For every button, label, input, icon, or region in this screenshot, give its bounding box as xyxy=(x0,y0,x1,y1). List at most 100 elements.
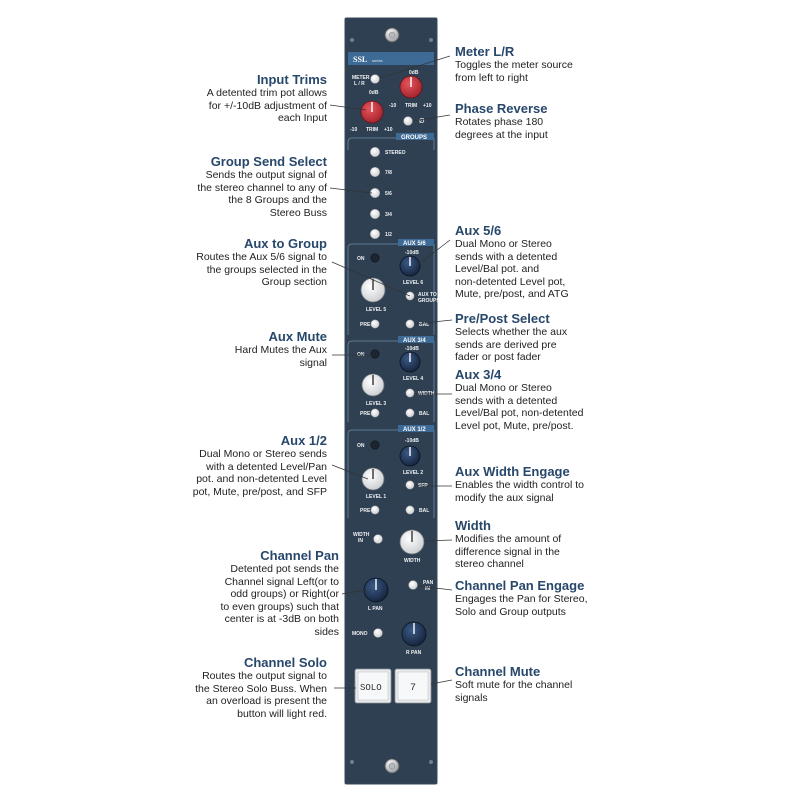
aux12-level-knob[interactable] xyxy=(399,445,421,467)
annotation-title: Aux 3/4 xyxy=(455,367,502,382)
annotation-pre-post-select: Pre/Post Select Selects whether the aux … xyxy=(455,311,655,364)
trim-knob-right[interactable] xyxy=(399,75,423,99)
svg-text:LEVEL 3: LEVEL 3 xyxy=(366,401,386,407)
aux34-on-button[interactable] xyxy=(370,349,380,359)
aux34-header xyxy=(398,336,434,343)
svg-text:R PAN: R PAN xyxy=(406,650,422,656)
annotation-title: Aux Mute xyxy=(268,329,328,344)
svg-text:PRE: PRE xyxy=(360,411,371,417)
annotation-desc: Dual Mono or Stereo sends with a detente… xyxy=(455,238,569,300)
svg-text:MONO: MONO xyxy=(352,631,368,637)
ssl-logo: SSL xyxy=(353,55,367,64)
annotation-desc: Routes the output signal to the Stereo S… xyxy=(195,670,327,720)
svg-text:PRE: PRE xyxy=(360,508,371,514)
svg-text:TRIM: TRIM xyxy=(405,103,417,109)
svg-text:0dB: 0dB xyxy=(409,70,419,76)
aux56-on-button[interactable] xyxy=(370,253,380,263)
group-button-3-4[interactable] xyxy=(369,208,381,220)
width-in-button[interactable] xyxy=(373,534,383,544)
aux12-section-outline xyxy=(347,429,435,518)
svg-text:-10dB: -10dB xyxy=(405,346,419,352)
aux12-on-button[interactable] xyxy=(370,440,380,450)
phase-symbol: Ø xyxy=(419,117,425,125)
svg-text:TRIM: TRIM xyxy=(366,127,378,133)
annotation-title: Width xyxy=(455,518,491,533)
svg-text:PAN: PAN xyxy=(423,580,434,586)
svg-text:IN: IN xyxy=(358,538,363,544)
group-button-stereo[interactable] xyxy=(369,146,381,158)
channel-solo-button[interactable] xyxy=(354,668,392,704)
annotation-channel-solo: Channel Solo Routes the output signal to… xyxy=(127,655,327,720)
annotation-aux-5-6: Aux 5/6 Dual Mono or Stereo sends with a… xyxy=(455,223,655,301)
logo-strip xyxy=(348,52,434,65)
svg-text:GROUPS: GROUPS xyxy=(418,298,440,304)
svg-text:LEVEL 2: LEVEL 2 xyxy=(403,470,423,476)
group-button-7-8[interactable] xyxy=(369,166,381,178)
annotation-desc: Dual Mono or Stereo sends with a detente… xyxy=(192,448,327,498)
annotation-width: Width Modifies the amount of difference … xyxy=(455,518,655,571)
aux56-header xyxy=(398,239,434,246)
annotation-desc: Detented pot sends the Channel signal Le… xyxy=(220,563,340,638)
annotation-desc: Soft mute for the channel signals xyxy=(455,679,573,704)
aux34-section-outline xyxy=(347,340,435,422)
svg-text:L / R: L / R xyxy=(354,81,365,87)
r-pan-knob[interactable] xyxy=(401,621,427,647)
annotation-desc: Routes the Aux 5/6 signal to the groups … xyxy=(196,251,327,288)
aux56-level-bal-knob[interactable] xyxy=(360,277,386,303)
aux34-bal-button[interactable] xyxy=(405,408,415,418)
aux12-header-label: AUX 1/2 xyxy=(403,427,426,433)
svg-text:LEVEL 5: LEVEL 5 xyxy=(366,307,386,313)
aux34-width-button[interactable] xyxy=(405,388,415,398)
aux34-level-knob[interactable] xyxy=(399,351,421,373)
solo-button-label: SOLO xyxy=(360,683,382,693)
group-label-5-6: 5/6 xyxy=(385,191,392,197)
aux12-pre-button[interactable] xyxy=(370,505,380,515)
annotation-title: Channel Pan xyxy=(260,548,339,563)
svg-text:LEVEL 6: LEVEL 6 xyxy=(403,280,423,286)
annotation-channel-pan-engage: Channel Pan Engage Engages the Pan for S… xyxy=(455,578,655,618)
top-screw-icon xyxy=(384,27,400,43)
meter-label: METER xyxy=(352,75,370,81)
meter-lr-button[interactable] xyxy=(370,74,380,84)
annotation-aux-1-2: Aux 1/2 Dual Mono or Stereo sends with a… xyxy=(127,433,327,498)
groups-section-outline xyxy=(347,137,435,150)
mono-button[interactable] xyxy=(373,628,383,638)
annotation-desc: Sends the output signal of the stereo ch… xyxy=(197,169,327,219)
pan-in-button[interactable] xyxy=(408,580,418,590)
channel-mute-button[interactable] xyxy=(394,668,432,704)
svg-text:-10dB: -10dB xyxy=(405,438,419,444)
group-label-1-2: 1/2 xyxy=(385,232,392,238)
svg-text:L PAN: L PAN xyxy=(368,606,383,612)
annotation-aux-3-4: Aux 3/4 Dual Mono or Stereo sends with a… xyxy=(455,367,655,432)
phase-reverse-button[interactable] xyxy=(403,116,413,126)
annotation-title: Meter L/R xyxy=(455,44,515,59)
aux56-pre-button[interactable] xyxy=(370,319,380,329)
annotation-desc: Enables the width control to modify the … xyxy=(455,479,584,504)
aux12-width-engage-button[interactable] xyxy=(405,480,415,490)
trim-knob-left[interactable] xyxy=(360,100,384,124)
width-knob[interactable] xyxy=(399,529,425,555)
svg-text:0dB: 0dB xyxy=(369,90,379,96)
annotation-title: Input Trims xyxy=(256,72,327,87)
annotation-title: Aux 1/2 xyxy=(280,433,327,448)
svg-text:-10dB: -10dB xyxy=(405,250,419,256)
annotation-title: Pre/Post Select xyxy=(455,311,550,326)
aux56-level-knob[interactable] xyxy=(399,255,421,277)
aux12-level-pan-knob[interactable] xyxy=(361,467,385,491)
group-button-1-2[interactable] xyxy=(369,228,381,240)
aux56-header-label: AUX 5/6 xyxy=(403,241,426,247)
svg-text:BAL: BAL xyxy=(419,508,429,514)
annotation-title: Group Send Select xyxy=(210,154,327,169)
bottom-screw-icon xyxy=(384,758,400,774)
groups-header xyxy=(396,133,434,140)
svg-text:ON: ON xyxy=(357,256,365,262)
annotation-desc: Dual Mono or Stereo sends with a detente… xyxy=(455,382,584,432)
group-label-stereo: STEREO xyxy=(385,150,406,156)
aux12-bal-button[interactable] xyxy=(405,505,415,515)
group-label-7-8: 7/8 xyxy=(385,170,392,176)
aux34-level-bal-knob[interactable] xyxy=(361,373,385,397)
aux34-pre-button[interactable] xyxy=(370,408,380,418)
svg-text:AUX TO: AUX TO xyxy=(418,292,437,298)
